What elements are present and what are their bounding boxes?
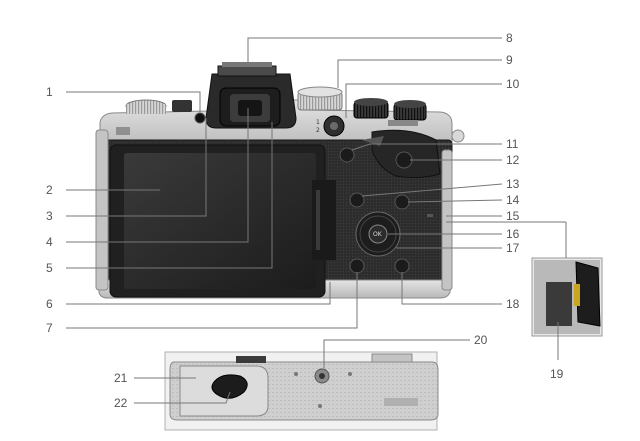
- leader-18: [401, 272, 502, 305]
- function-lever-hub: [330, 122, 338, 130]
- leader-6: [66, 282, 331, 305]
- leader-1: [66, 91, 201, 112]
- button-14[interactable]: [394, 194, 410, 210]
- callout-4: 4: [46, 235, 53, 249]
- on-off-lever: [388, 120, 418, 126]
- eye-sensor: [194, 112, 206, 124]
- button-12-dial[interactable]: [395, 151, 413, 169]
- battery-latch[interactable]: [211, 374, 248, 399]
- leader-9: [337, 59, 502, 88]
- strap-lug: [451, 129, 465, 143]
- leader-20: [323, 339, 470, 368]
- bottom-engraving: [384, 398, 418, 406]
- leader-11: [351, 143, 502, 151]
- button-13[interactable]: [349, 192, 365, 208]
- leader-lines: [66, 37, 566, 404]
- callout-18: 18: [506, 297, 520, 311]
- indicator-lamp: [427, 214, 433, 217]
- callout-1: 1: [46, 85, 53, 99]
- button-18[interactable]: [394, 258, 410, 274]
- button-7[interactable]: [349, 258, 365, 274]
- brand-badge: [116, 127, 130, 135]
- leader-5: [66, 122, 273, 269]
- lever-mark-1: 1: [316, 119, 320, 126]
- lcd-screen: [124, 153, 316, 289]
- callout-17: 17: [506, 241, 520, 255]
- callout-20: 20: [474, 333, 488, 347]
- leader-4: [66, 108, 249, 243]
- camera-back: 1 2 OK: [95, 62, 465, 299]
- card-slot: [546, 282, 572, 326]
- bottom-bump-right: [371, 353, 413, 363]
- leader-22: [134, 391, 231, 404]
- leader-3: [66, 118, 207, 217]
- callout-19: 19: [550, 367, 564, 381]
- callout-8: 8: [506, 31, 513, 45]
- screw-a: [294, 372, 298, 376]
- screw-c: [318, 404, 322, 408]
- hot-shoe: [217, 65, 277, 77]
- callout-16: 16: [506, 227, 520, 241]
- lever-left: [172, 100, 192, 112]
- callout-10: 10: [506, 77, 520, 91]
- leader-8: [247, 37, 502, 62]
- callout-13: 13: [506, 177, 520, 191]
- card-slot-contacts: [574, 284, 580, 306]
- callout-6: 6: [46, 297, 53, 311]
- hot-shoe-rail: [222, 62, 272, 67]
- diopter-dial-top: [297, 86, 343, 98]
- callout-2: 2: [46, 183, 53, 197]
- leader-13: [361, 183, 503, 197]
- right-side-plate: [441, 149, 453, 291]
- callout-7: 7: [46, 321, 53, 335]
- eyepiece-glass: [238, 100, 262, 116]
- screw-b: [348, 372, 352, 376]
- lever-mark-2: 2: [316, 127, 320, 134]
- callout-3: 3: [46, 209, 53, 223]
- leader-10: [345, 83, 502, 118]
- callout-11: 11: [506, 137, 519, 151]
- lcd-hinge: [312, 180, 336, 260]
- top-left-dial-body: [126, 104, 166, 114]
- callout-5: 5: [46, 261, 53, 275]
- tripod-socket-hole: [319, 373, 325, 379]
- button-11[interactable]: [339, 147, 355, 163]
- ok-label: OK: [373, 231, 383, 238]
- card-slot-inset: [531, 222, 603, 337]
- callout-9: 9: [506, 53, 513, 67]
- leader-14: [407, 199, 503, 203]
- sub-dial-top: [394, 100, 426, 108]
- callout-14: 14: [506, 193, 520, 207]
- callout-21: 21: [114, 371, 128, 385]
- mode-dial-top: [354, 98, 388, 106]
- camera-bottom: [164, 351, 439, 431]
- ok-button[interactable]: [368, 224, 388, 244]
- left-side-plate: [95, 129, 109, 291]
- bottom-bump: [236, 356, 266, 363]
- callout-15: 15: [506, 209, 520, 223]
- leader-7: [66, 272, 358, 329]
- lcd-hinge-highlight: [316, 190, 320, 250]
- callout-12: 12: [506, 153, 520, 167]
- callout-22: 22: [114, 396, 128, 410]
- callout-labels: 1 2 3 4 5 6 7 8 9 10 11 12 13 14 15 16 1…: [46, 31, 564, 410]
